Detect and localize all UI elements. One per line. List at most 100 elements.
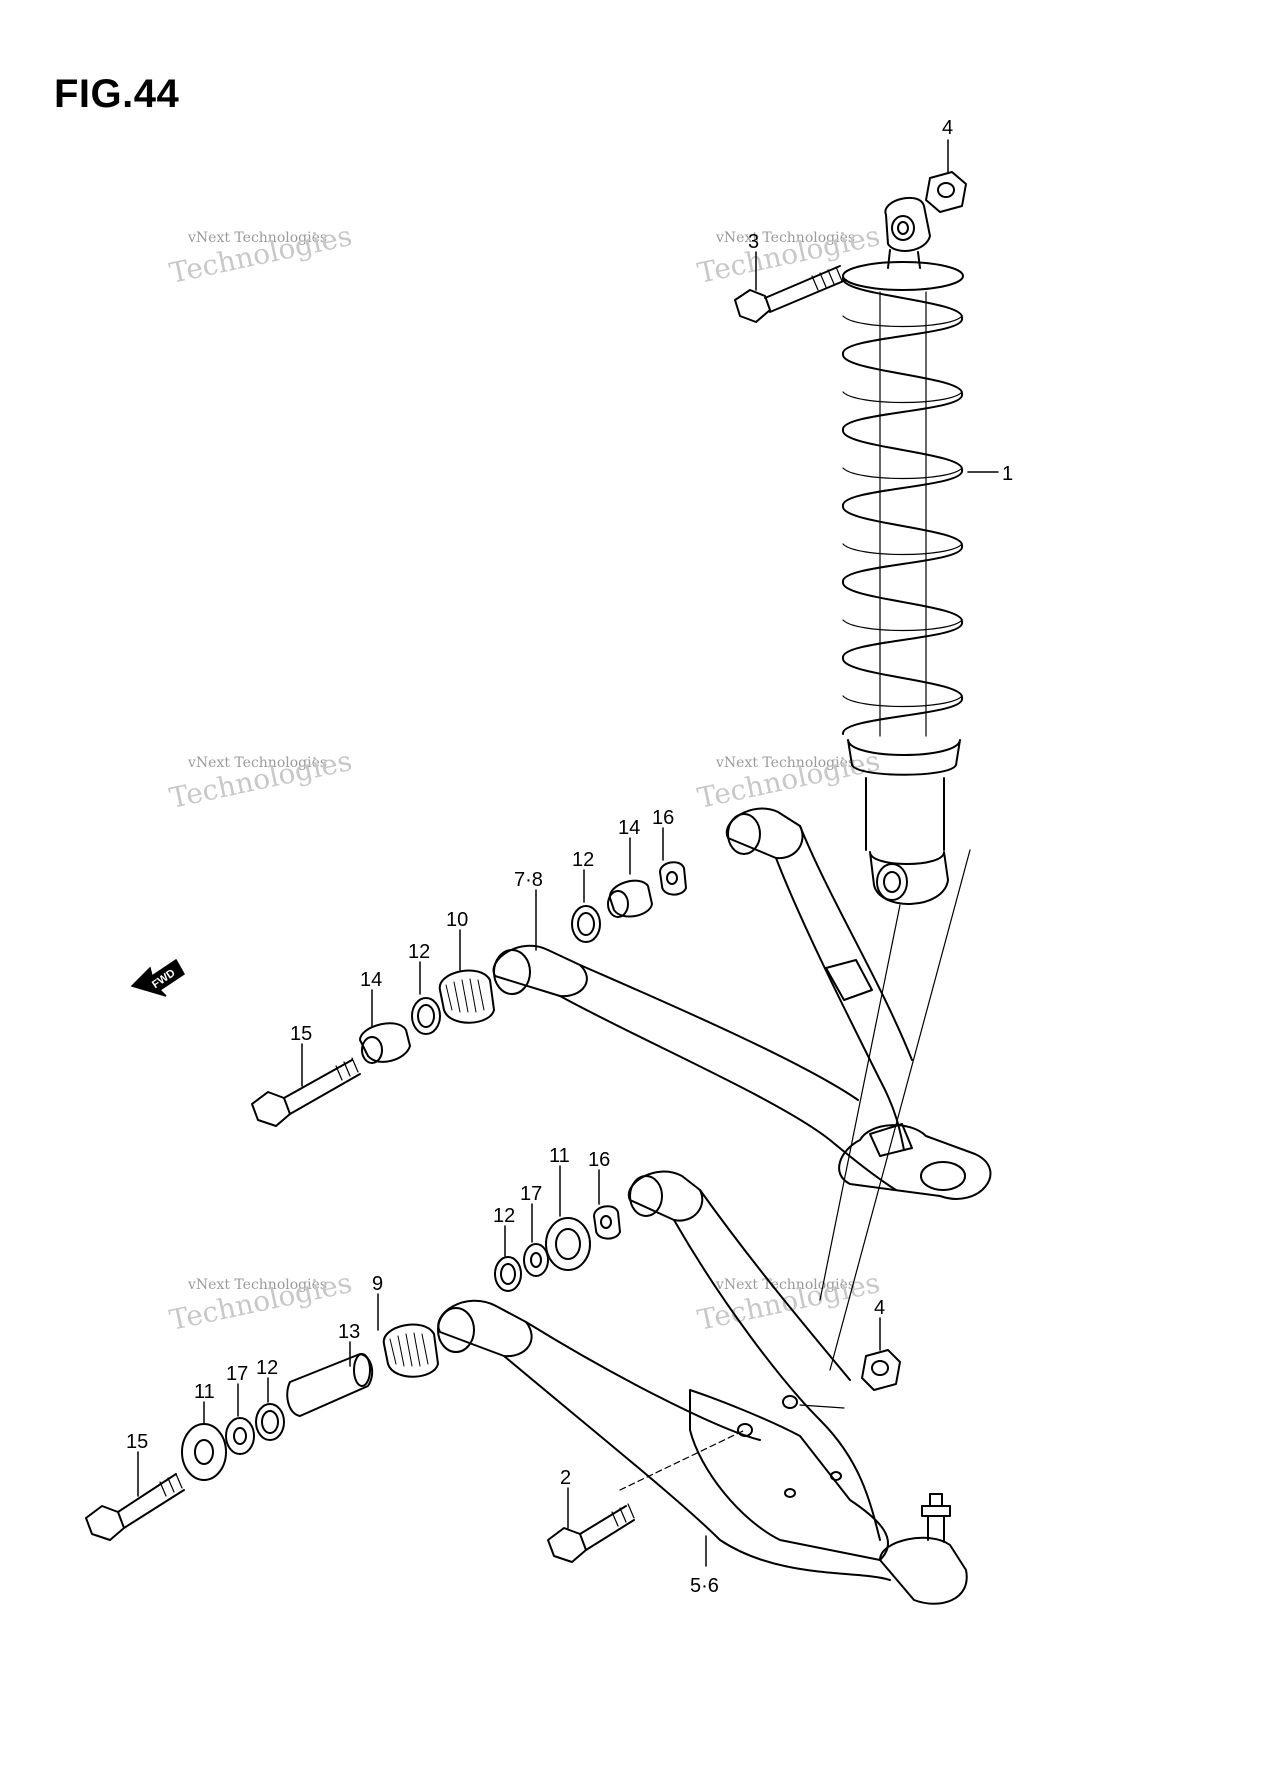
damper-lower-body <box>865 777 945 851</box>
callout-1: 1 <box>1002 463 1013 485</box>
callout-12-lower-left: 12 <box>256 1357 278 1379</box>
washer-17-lower-right <box>523 1243 549 1277</box>
upper-arm-front-bushing <box>492 944 588 998</box>
callout-16-lower: 16 <box>588 1149 610 1171</box>
shock-top-eye <box>884 196 931 252</box>
watermark-text: vNext Technologies <box>716 755 856 771</box>
lower-arm-shock-hole-2 <box>782 1395 798 1409</box>
nut-4-top <box>925 139 967 213</box>
nut-16-lower <box>593 1205 621 1240</box>
bolt-3-thread <box>811 266 843 291</box>
coil-spring-back <box>842 315 963 708</box>
upper-arm-hardware <box>251 827 687 1127</box>
shock-bracket <box>825 959 873 1001</box>
lower-arm-gusset <box>689 1389 890 1561</box>
washer-17-lower-right-hole <box>530 1252 542 1268</box>
spacer-13-end <box>353 1353 371 1387</box>
callout-15-lower: 15 <box>126 1431 148 1453</box>
callout-9: 9 <box>372 1273 383 1295</box>
damper-body-visible <box>879 291 927 737</box>
callout-5-6: 5·6 <box>690 1575 719 1597</box>
seal-12-upper-left-bore <box>417 1004 435 1028</box>
alignment-line-4 <box>799 1404 845 1409</box>
upper-arm-rear-tube <box>775 857 905 1151</box>
callout-labels: 1 2 3 4 4 5·6 7·8 9 10 11 11 12 12 12 12… <box>126 117 1013 1597</box>
nut-4-top-hole <box>937 182 955 198</box>
upper-arm-front-tube-top <box>579 964 859 1101</box>
ball-joint-housing <box>879 1536 968 1605</box>
bolt-15-upper-thread <box>335 1057 359 1081</box>
shock-top-eye-bushing <box>897 221 909 235</box>
seal-12-lower-right <box>494 1256 522 1292</box>
callout-11-lower-left: 11 <box>194 1381 215 1403</box>
watermark-text: vNext Technologies <box>188 230 328 246</box>
bolt-15-upper-shank <box>283 1059 361 1115</box>
alignment-line <box>819 849 971 1371</box>
coil-spring-front <box>842 277 963 735</box>
lower-arm-hardware <box>85 1165 901 1563</box>
watermark: vNext Technologies Technologies <box>167 219 355 290</box>
nut-4-lower <box>861 1349 901 1391</box>
callout-17-lower-left: 17 <box>226 1363 248 1385</box>
seal-12-lower-left <box>255 1403 285 1441</box>
upper-arm-front-tube <box>559 995 897 1191</box>
nut-16-upper <box>659 861 687 896</box>
bearing-9-rollers <box>389 1332 429 1367</box>
collar-14-upper-left <box>359 1022 411 1063</box>
nut-16-upper-hole <box>666 871 678 885</box>
callout-12-upper-right: 12 <box>572 849 594 871</box>
bearing-10-rollers <box>445 978 485 1013</box>
upper-arm-rear-bore <box>727 813 761 855</box>
lower-control-arm <box>437 1170 968 1605</box>
watermark: vNext Technologies Technologies <box>167 744 355 815</box>
watermark: vNext Technologies Technologies <box>695 219 883 290</box>
bushing-11-lower-right-bore <box>555 1228 581 1260</box>
callout-3: 3 <box>748 231 759 253</box>
upper-arm-knuckle <box>838 1124 992 1200</box>
bearing-10 <box>438 969 495 1024</box>
collar-14-upper <box>609 879 653 918</box>
seal-12-upper-right-bore <box>577 912 595 936</box>
nut-4-lower-hole <box>871 1360 889 1376</box>
callout-4-top: 4 <box>942 117 953 139</box>
lower-arm-front-tube <box>503 1355 891 1581</box>
shock-top-eye-bore <box>891 215 915 241</box>
bolt-15-lower-shank <box>117 1473 185 1529</box>
bushing-11-lower-right <box>545 1217 591 1271</box>
seal-12-upper-right <box>571 905 601 943</box>
watermark-text: vNext Technologies <box>188 755 328 771</box>
bearing-9 <box>382 1323 439 1378</box>
collar-14-upper-left-bore <box>361 1036 383 1064</box>
upper-arm-shock-mount <box>869 1123 913 1157</box>
watermark-text: vNext Technologies <box>716 230 856 246</box>
bolt-3-shank <box>764 265 847 313</box>
lower-arm-rear-tube-top <box>699 1189 851 1381</box>
bolt-15-lower-thread <box>159 1473 183 1497</box>
callout-12-upper-left: 12 <box>408 941 430 963</box>
callout-2: 2 <box>560 1467 571 1489</box>
washer-17-lower-left-hole <box>233 1427 247 1445</box>
lower-arm-drain-hole-2 <box>830 1471 842 1481</box>
bolt-2-shank <box>579 1505 635 1551</box>
lower-arm-rear-bore <box>629 1175 663 1217</box>
watermark: vNext Technologies Technologies <box>695 744 883 815</box>
bolt-3-head <box>734 289 771 323</box>
shock-top-neck <box>887 249 921 269</box>
callout-17-lower-right: 17 <box>520 1183 542 1205</box>
shock-bottom-eye-bushing <box>883 871 901 893</box>
bushing-11-lower-left <box>181 1423 227 1481</box>
lower-arm-shock-hole <box>737 1423 753 1437</box>
lower-arm-front-tube-top <box>525 1321 761 1441</box>
upper-arm-front-bore <box>493 949 531 995</box>
watermark: vNext Technologies Technologies <box>167 1266 355 1337</box>
watermark-text: vNext Technologies <box>716 1277 856 1293</box>
bushing-11-lower-left-bore <box>194 1439 214 1465</box>
upper-control-arm <box>492 807 992 1371</box>
watermark-text: vNext Technologies <box>188 1277 328 1293</box>
upper-arm-rear-tube-top <box>799 825 913 1061</box>
callout-14-upper-left: 14 <box>360 969 382 991</box>
nut-4-top-body <box>925 171 967 213</box>
callout-15-upper: 15 <box>290 1023 312 1045</box>
